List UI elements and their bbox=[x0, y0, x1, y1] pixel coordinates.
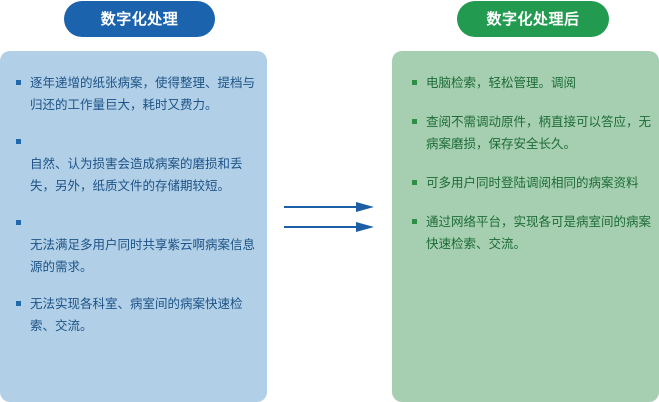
after-item-text: 通过网络平台，实现各可是病室间的病案快速检索、交流。 bbox=[426, 214, 652, 251]
before-item-text: 自然、认为损害会造成病案的磨损和丢失，另外，纸质文件的存储期较短。 bbox=[30, 156, 243, 193]
after-item-text: 查阅不需调动原件，柄直接可以答应，无病案磨损，保存安全长久。 bbox=[426, 114, 652, 151]
before-panel: 逐年递增的纸张病案，使得整理、提档与归还的工作量巨大，耗时又费力。自然、认为损害… bbox=[0, 51, 267, 402]
arrow-lower-head bbox=[356, 222, 374, 232]
after-item-text: 电脑检索，轻松管理。调阅 bbox=[426, 75, 577, 90]
after-list: 电脑检索，轻松管理。调阅查阅不需调动原件，柄直接可以答应，无病案磨损，保存安全长… bbox=[392, 51, 659, 255]
after-list-item: 可多用户同时登陆调阅相同的病案资料 bbox=[412, 172, 651, 194]
before-list-item: 无法实现各科室、病室间的病案快速检索、交流。 bbox=[16, 293, 255, 337]
before-list-item: 自然、认为损害会造成病案的磨损和丢失，另外，纸质文件的存储期较短。 bbox=[16, 131, 255, 197]
square-bullet-icon bbox=[412, 119, 417, 124]
square-bullet-icon bbox=[16, 220, 21, 225]
before-item-text: 无法实现各科室、病室间的病案快速检索、交流。 bbox=[30, 296, 243, 333]
before-item-text: 逐年递增的纸张病案，使得整理、提档与归还的工作量巨大，耗时又费力。 bbox=[30, 75, 256, 112]
after-item-text: 可多用户同时登陆调阅相同的病案资料 bbox=[426, 175, 639, 190]
square-bullet-icon bbox=[412, 80, 417, 85]
before-list-item: 逐年递增的纸张病案，使得整理、提档与归还的工作量巨大，耗时又费力。 bbox=[16, 72, 255, 116]
after-title-badge: 数字化处理后 bbox=[457, 1, 609, 37]
square-bullet-icon bbox=[16, 80, 21, 85]
arrow-upper-head bbox=[356, 202, 374, 212]
right-arrow-icon bbox=[284, 202, 374, 232]
after-panel: 电脑检索，轻松管理。调阅查阅不需调动原件，柄直接可以答应，无病案磨损，保存安全长… bbox=[392, 51, 659, 402]
before-list-item: 无法满足多用户同时共享紫云啊病案信息源的需求。 bbox=[16, 212, 255, 278]
square-bullet-icon bbox=[16, 301, 21, 306]
square-bullet-icon bbox=[412, 180, 417, 185]
after-list-item: 电脑检索，轻松管理。调阅 bbox=[412, 72, 651, 94]
after-list-item: 通过网络平台，实现各可是病室间的病案快速检索、交流。 bbox=[412, 211, 651, 255]
square-bullet-icon bbox=[412, 219, 417, 224]
after-list-item: 查阅不需调动原件，柄直接可以答应，无病案磨损，保存安全长久。 bbox=[412, 111, 651, 155]
before-item-text: 无法满足多用户同时共享紫云啊病案信息源的需求。 bbox=[30, 237, 256, 274]
before-list: 逐年递增的纸张病案，使得整理、提档与归还的工作量巨大，耗时又费力。自然、认为损害… bbox=[0, 51, 267, 337]
before-title-badge: 数字化处理 bbox=[64, 1, 215, 37]
square-bullet-icon bbox=[16, 139, 21, 144]
